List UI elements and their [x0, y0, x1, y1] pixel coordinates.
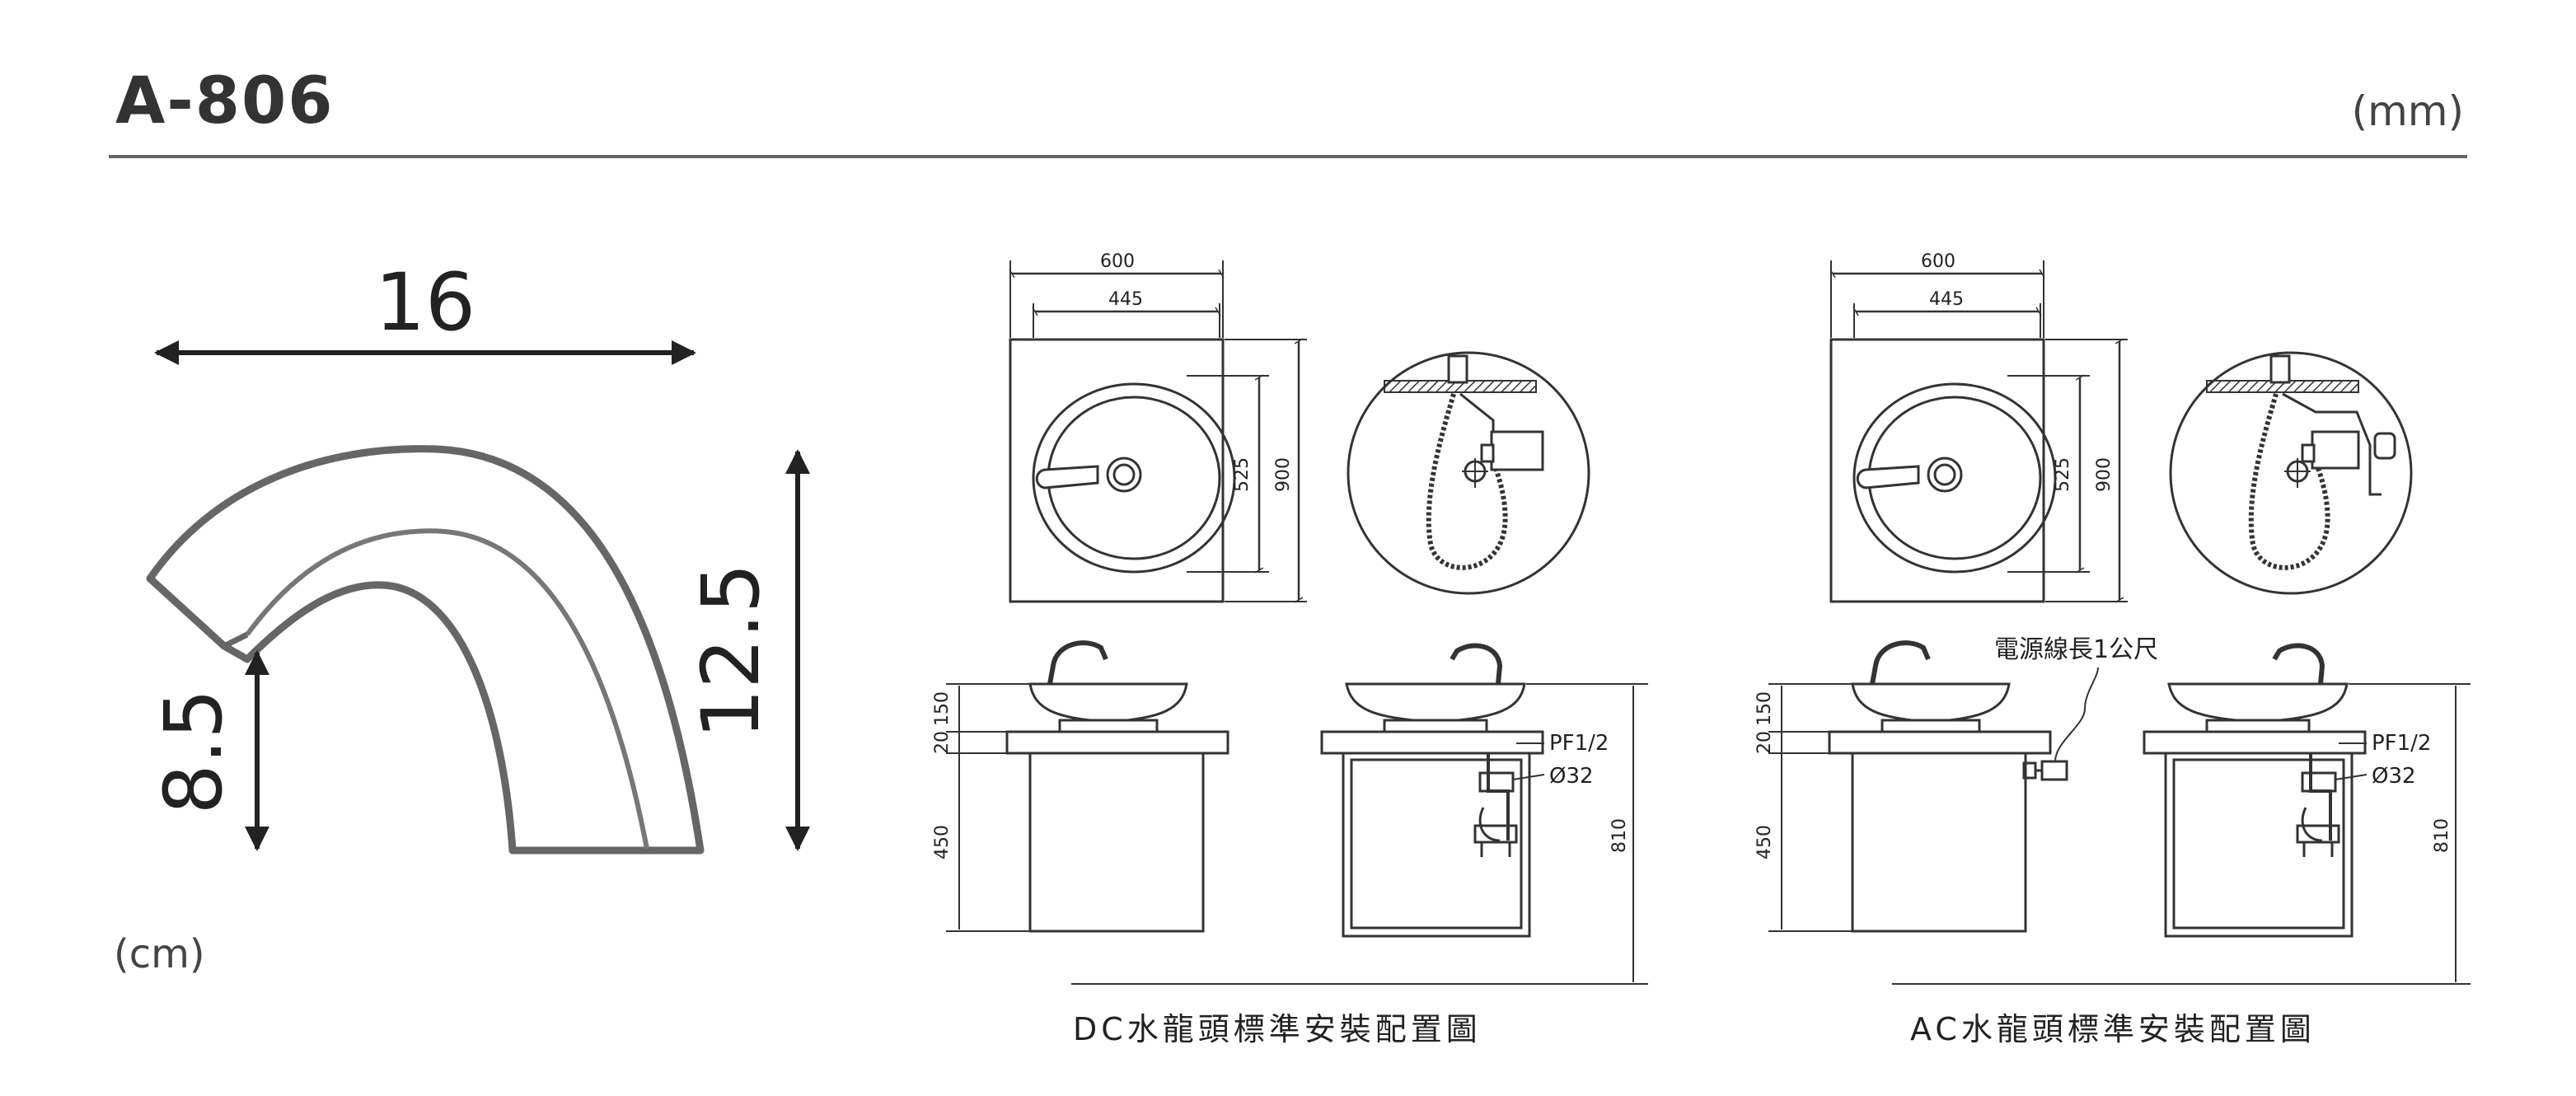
dc-drain-label: Ø32 [1549, 764, 1594, 789]
header-divider [109, 155, 2467, 158]
ac-plan-view [1831, 260, 2128, 602]
dc-plan-depth-inner: 525 [1232, 457, 1253, 492]
unit-label-mm: (mm) [2351, 87, 2464, 135]
faucet-width-dimension: 16 [154, 256, 696, 365]
ac-detail-circle [2169, 351, 2413, 595]
faucet-profile [146, 445, 705, 855]
ac-plan-width-inner: 445 [1929, 289, 1964, 310]
dc-pipe-label: PF1/2 [1549, 731, 1609, 756]
dc-plan-depth-outer: 900 [1273, 457, 1294, 492]
ac-total-height: 810 [2432, 818, 2452, 853]
dc-caption: DC水龍頭標準安裝配置圖 [1073, 1011, 1482, 1047]
model-title: A-806 [115, 64, 335, 138]
ac-drain-label: Ø32 [2372, 764, 2416, 789]
ac-front-dim-450: 450 [1754, 825, 1775, 859]
ac-front-dim-20: 20 [1754, 731, 1775, 754]
ac-side-elevation [1892, 643, 2471, 985]
spout-height-dimension: 8.5 [148, 650, 269, 851]
dc-front-dim-450: 450 [932, 825, 953, 859]
dc-plan-width-outer: 600 [1100, 251, 1135, 272]
spout-height-label: 8.5 [148, 689, 240, 815]
ac-plan-depth-outer: 900 [2094, 457, 2115, 492]
dc-plan-width-inner: 445 [1108, 289, 1143, 310]
unit-label-cm: (cm) [114, 931, 205, 977]
dc-front-dim-150: 150 [932, 691, 953, 726]
dc-side-elevation [1071, 643, 1648, 985]
ac-front-dim-150: 150 [1754, 691, 1775, 726]
dc-front-elevation [946, 640, 1229, 933]
ac-plan-width-outer: 600 [1921, 251, 1955, 272]
dc-total-height: 810 [1609, 818, 1630, 853]
ac-plan-depth-inner: 525 [2053, 457, 2073, 492]
ac-caption: AC水龍頭標準安裝配置圖 [1910, 1011, 2316, 1047]
ac-pipe-label: PF1/2 [2372, 731, 2431, 756]
dc-detail-circle [1347, 351, 1590, 595]
dc-front-dim-20: 20 [932, 731, 953, 754]
faucet-height-dimension: 12.5 [685, 449, 810, 851]
dc-plan-view [1010, 260, 1307, 602]
ac-cable-note: 電源線長1公尺 [1994, 635, 2158, 664]
faucet-height-label: 12.5 [685, 563, 777, 739]
faucet-width-label: 16 [375, 256, 475, 349]
ac-front-elevation [1768, 640, 2099, 933]
